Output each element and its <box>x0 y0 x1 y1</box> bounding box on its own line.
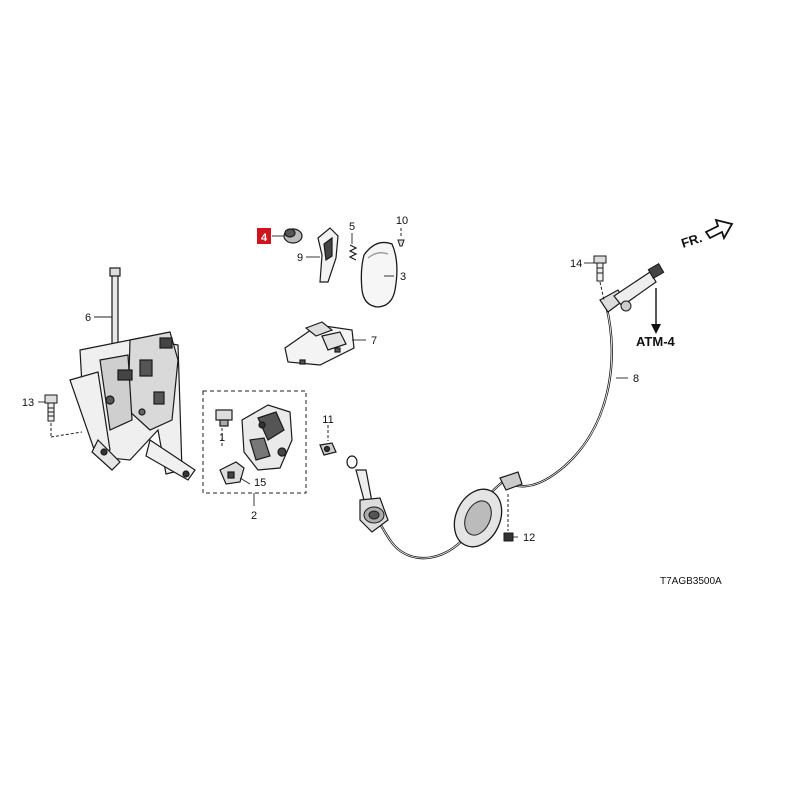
label-part-4: 4 <box>261 232 268 244</box>
shift-cable-8 <box>346 262 665 560</box>
shifter-base-assembly <box>69 267 196 481</box>
nut-12 <box>503 532 514 542</box>
label-part-9: 9 <box>297 252 303 264</box>
grommet-11 <box>319 442 337 456</box>
label-part-10: 10 <box>396 215 408 227</box>
bolt-13 <box>44 394 58 422</box>
label-part-1: 1 <box>219 432 225 444</box>
reference-atm-4: ATM-4 <box>636 334 676 349</box>
shift-knob-3 <box>360 241 398 308</box>
shift-lock-assembly <box>215 404 293 485</box>
bolt-14 <box>593 255 607 282</box>
arrow-down-icon <box>651 324 661 334</box>
label-part-13: 13 <box>22 397 34 409</box>
label-part-5: 5 <box>349 221 355 233</box>
indicator-panel-7 <box>284 321 355 366</box>
label-part-15: 15 <box>254 477 266 489</box>
leader-lines <box>38 233 628 538</box>
knob-button-9 <box>317 227 339 283</box>
label-part-6: 6 <box>85 312 91 324</box>
label-part-14: 14 <box>570 258 582 270</box>
label-part-7: 7 <box>371 335 377 347</box>
label-part-2: 2 <box>251 510 257 522</box>
label-part-12: 12 <box>523 532 535 544</box>
label-part-3: 3 <box>400 271 406 283</box>
spring-5 <box>348 244 358 261</box>
front-direction-arrow-icon <box>704 218 734 241</box>
highlight-box <box>257 228 271 244</box>
front-direction-label: FR. <box>679 230 704 251</box>
label-part-8: 8 <box>633 373 639 385</box>
label-part-11: 11 <box>322 414 333 426</box>
drawing-code: T7AGB3500A <box>660 576 722 587</box>
subassembly-frame-2 <box>202 390 307 494</box>
cap-4 <box>283 228 303 244</box>
clip-10 <box>397 239 405 247</box>
